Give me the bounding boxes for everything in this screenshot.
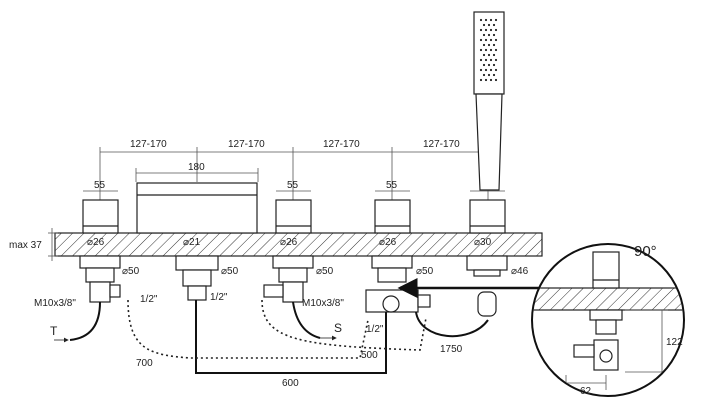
handle-width-label-3: 55 <box>386 180 398 191</box>
half-inch-label-1: 1/2" <box>140 294 158 305</box>
handle-width-label-1: 55 <box>94 180 106 191</box>
flange-diameter-1: ⌀50 <box>122 266 140 277</box>
flange-diameter-4: ⌀50 <box>416 266 434 277</box>
detail-content <box>533 251 683 390</box>
handle-width-label-2: 55 <box>287 180 299 191</box>
hand-shower <box>473 11 505 191</box>
hose-length-500: 500 <box>361 350 378 361</box>
hose-length-600: 600 <box>282 378 299 389</box>
cold-label: T <box>50 324 58 338</box>
spout-width-label: 180 <box>188 162 205 173</box>
hole-diameter-5: ⌀30 <box>474 237 492 248</box>
thread-label-left: M10x3/8" <box>34 298 76 309</box>
countertop-deck <box>54 232 543 257</box>
spacing-label-2: 127-170 <box>228 139 265 150</box>
hole-diameter-1: ⌀26 <box>87 237 105 248</box>
flange-diameter-5: ⌀46 <box>511 266 529 277</box>
spacing-label-3: 127-170 <box>323 139 360 150</box>
hole-diameter-3: ⌀26 <box>280 237 298 248</box>
flange-diameter-2: ⌀50 <box>221 266 239 277</box>
detail-width-label: 62 <box>580 386 592 397</box>
spacing-label-1: 127-170 <box>130 139 167 150</box>
above-deck-parts <box>82 182 506 234</box>
hot-label: S <box>334 321 342 335</box>
spacing-label-4: 127-170 <box>423 139 460 150</box>
deck-thickness-label: max 37 <box>9 240 42 251</box>
hole-diameter-4: ⌀26 <box>379 237 397 248</box>
dotted-hoses <box>127 299 427 359</box>
half-inch-label-3: 1/2" <box>366 324 384 335</box>
hole-diameter-2: ⌀21 <box>183 237 201 248</box>
hose-length-1750: 1750 <box>440 344 463 355</box>
hoses <box>69 300 489 374</box>
hose-length-700: 700 <box>136 358 153 369</box>
detail-angle-label: 90° <box>634 243 657 260</box>
flange-diameter-3: ⌀50 <box>316 266 334 277</box>
thread-label-right: M10x3/8" <box>302 298 344 309</box>
detail-height-label: 122 <box>666 337 683 348</box>
half-inch-label-2: 1/2" <box>210 292 228 303</box>
